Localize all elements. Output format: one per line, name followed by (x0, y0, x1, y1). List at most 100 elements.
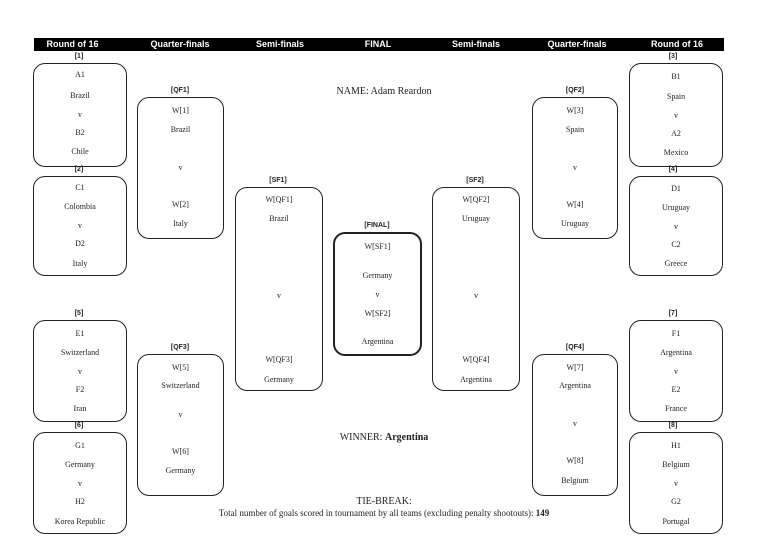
match-box-qf: W[1] Brazil v W[2] Italy (137, 97, 224, 239)
team-slot: C2 (671, 240, 681, 249)
team-name: Belgium (662, 460, 690, 469)
match-label: [4] (668, 166, 678, 173)
versus: v (78, 479, 82, 488)
match-box-r16: H1 Belgium v G2 Portugal (629, 432, 723, 534)
team-name: Argentina (559, 381, 591, 390)
match-box-r16: B1 Spain v A2 Mexico (629, 63, 723, 167)
team-slot: H2 (75, 497, 85, 506)
match-box-sf: W[QF1] Brazil v W[QF3] Germany (235, 187, 323, 391)
team-name: Germany (264, 375, 294, 384)
team-slot: W[2] (172, 200, 189, 209)
team-name: Italy (173, 219, 188, 228)
match-label: [7] (668, 310, 678, 317)
team-slot: F2 (75, 385, 85, 394)
team-slot: W[4] (566, 200, 584, 209)
match-box-qf: W[7] Argentina v W[8] Belgium (532, 354, 618, 496)
match-box-r16: G1 Germany v H2 Korea Republic (33, 432, 127, 534)
match-label: [QF2] (565, 87, 585, 94)
match-box-qf: W[3] Spain v W[4] Uruguay (532, 97, 618, 239)
round-header-bar: Round of 16 Quarter-finals Semi-finals F… (34, 38, 724, 51)
team-slot: G2 (671, 497, 681, 506)
header-quarter-finals-right: Quarter-finals (547, 39, 607, 49)
team-name: Portugal (662, 517, 690, 526)
versus: v (674, 222, 678, 231)
versus: v (78, 367, 82, 376)
team-name: Chile (71, 147, 89, 156)
team-slot: W[QF4] (462, 355, 490, 364)
match-label: [QF1] (170, 87, 190, 94)
match-label: [FINAL] (364, 222, 390, 229)
versus: v (674, 111, 678, 120)
versus: v (277, 291, 281, 300)
team-slot: W[3] (566, 106, 584, 115)
team-slot: B2 (75, 128, 85, 137)
team-name: Belgium (561, 476, 589, 485)
match-label: [2] (74, 166, 84, 173)
team-slot: E1 (75, 329, 85, 338)
team-name: Spain (565, 125, 585, 134)
versus: v (474, 291, 478, 300)
match-box-r16: C1 Colombia v D2 Italy (33, 176, 127, 276)
versus: v (674, 479, 678, 488)
team-slot: W[1] (172, 106, 189, 115)
match-label: [3] (668, 53, 678, 60)
match-label: [SF2] (466, 177, 484, 184)
versus: v (573, 163, 577, 172)
tiebreak-title: TIE-BREAK: (356, 496, 412, 507)
versus: v (375, 290, 380, 299)
team-name: Argentina (361, 337, 394, 346)
header-semi-finals-right: Semi-finals (451, 39, 500, 49)
team-slot: G1 (75, 441, 85, 450)
header-semi-finals-left: Semi-finals (255, 39, 304, 49)
team-name: France (665, 404, 687, 413)
team-name: Argentina (460, 375, 492, 384)
team-name: Mexico (663, 148, 689, 157)
match-box-qf: W[5] Switzerland v W[6] Germany (137, 354, 224, 496)
team-slot: D1 (671, 184, 681, 193)
team-slot: W[7] (566, 363, 584, 372)
team-name: Uruguay (561, 219, 589, 228)
tiebreak-line: Total number of goals scored in tourname… (140, 508, 628, 518)
match-box-r16: F1 Argentina v E2 France (629, 320, 723, 422)
team-slot: W[8] (566, 456, 584, 465)
team-slot: D2 (75, 239, 85, 248)
match-label: [8] (668, 422, 678, 429)
match-box-r16: D1 Uruguay v C2 Greece (629, 176, 723, 276)
winner-line: WINNER: Argentina (264, 432, 504, 443)
team-slot: W[QF2] (462, 195, 490, 204)
team-name: Spain (666, 92, 686, 101)
team-slot: W[SF2] (364, 309, 391, 318)
match-box-r16: E1 Switzerland v F2 Iran (33, 320, 127, 422)
team-name: Korea Republic (54, 517, 106, 526)
team-slot: W[QF3] (265, 355, 293, 364)
team-slot: W[5] (172, 363, 189, 372)
team-name: Switzerland (60, 348, 100, 357)
winner-value: Argentina (384, 432, 429, 443)
team-name: Iran (73, 404, 87, 413)
team-slot: H1 (671, 441, 681, 450)
match-label: [SF1] (269, 177, 287, 184)
match-label: [6] (74, 422, 84, 429)
team-name: Uruguay (462, 214, 490, 223)
tiebreak-text: Total number of goals scored in tourname… (218, 508, 534, 518)
match-box-r16: A1 Brazil v B2 Chile (33, 63, 127, 167)
team-slot: E2 (671, 385, 681, 394)
winner-label: WINNER: (339, 432, 383, 443)
team-name: Italy (72, 259, 88, 268)
team-name: Germany (165, 466, 196, 475)
header-final: FINAL (364, 39, 392, 49)
match-label: [QF4] (565, 344, 585, 351)
team-slot: W[SF1] (364, 242, 391, 251)
team-name: Uruguay (662, 203, 690, 212)
participant-name: NAME: Adam Reardon (336, 86, 432, 97)
team-slot: W[QF1] (265, 195, 293, 204)
match-label: [QF3] (170, 344, 190, 351)
versus: v (674, 367, 678, 376)
team-slot: W[6] (172, 447, 189, 456)
team-slot: A2 (671, 129, 681, 138)
team-name: Brazil (70, 91, 90, 100)
team-name: Switzerland (161, 381, 200, 390)
header-quarter-finals-left: Quarter-finals (150, 39, 210, 49)
team-name: Brazil (170, 125, 191, 134)
match-label: [5] (74, 310, 84, 317)
